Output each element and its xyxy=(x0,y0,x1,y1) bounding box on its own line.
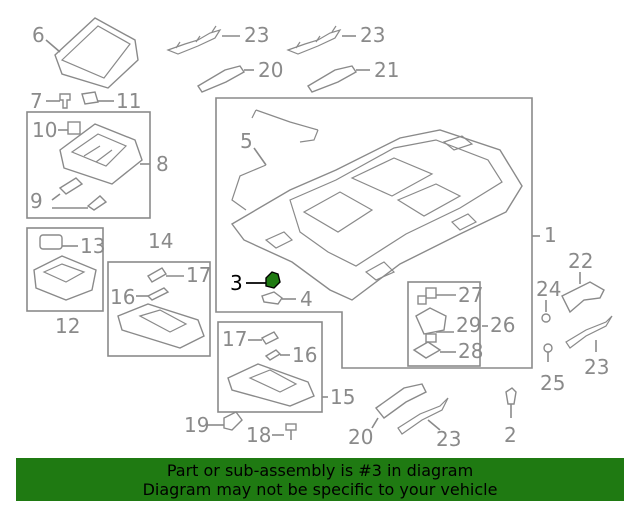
part-4-clip xyxy=(261,291,283,305)
label-26: 26 xyxy=(490,313,515,337)
label-23-right: 23 xyxy=(584,355,609,379)
part-19-clip xyxy=(223,411,243,431)
banner-line-2: Diagram may not be specific to your vehi… xyxy=(142,480,498,499)
part-3-clip-highlighted xyxy=(265,271,281,289)
label-1: 1 xyxy=(544,223,557,247)
part-18-screw xyxy=(285,423,297,440)
part-20-grip-handle-a xyxy=(197,65,254,93)
part-16-clip-a xyxy=(146,287,170,301)
part-12-dome-lamp xyxy=(33,255,97,301)
label-19: 19 xyxy=(184,413,209,437)
part-17-mirror-cover-b xyxy=(260,331,280,345)
part-10-bulb xyxy=(67,121,81,135)
label-12: 12 xyxy=(55,314,80,338)
part-24-screw xyxy=(541,313,551,323)
label-4: 4 xyxy=(300,287,313,311)
label-16-right: 16 xyxy=(292,343,317,367)
label-15: 15 xyxy=(330,385,355,409)
label-2: 2 xyxy=(504,423,517,447)
box-12 xyxy=(26,227,104,312)
box-26 xyxy=(407,281,481,367)
label-10: 10 xyxy=(32,118,57,142)
part-22-grip-handle xyxy=(561,281,605,314)
part-28-lens xyxy=(412,341,442,359)
part-8-console xyxy=(59,123,143,185)
label-5: 5 xyxy=(240,129,253,153)
info-banner: Part or sub-assembly is #3 in diagram Di… xyxy=(16,458,624,501)
part-23-clip-a xyxy=(166,25,240,55)
label-17-right: 17 xyxy=(222,327,247,351)
box-14 xyxy=(107,261,211,357)
part-20-grip-handle-b xyxy=(374,383,427,419)
part-17-mirror-cover-a xyxy=(147,267,167,283)
label-11: 11 xyxy=(116,89,141,113)
label-6: 6 xyxy=(32,23,45,47)
label-28: 28 xyxy=(458,339,483,363)
label-20-bottom: 20 xyxy=(348,425,373,449)
part-11-clip xyxy=(81,91,99,105)
part-2-screw xyxy=(505,387,517,418)
box-1 xyxy=(215,97,533,369)
part-15-visor xyxy=(227,363,315,407)
part-23-clip-c xyxy=(565,315,613,349)
part-25-screw xyxy=(543,343,553,362)
part-16-clip-b xyxy=(264,349,282,361)
part-21-grip-handle-b xyxy=(307,65,370,93)
box-8 xyxy=(26,111,151,219)
part-14-visor xyxy=(117,303,205,349)
label-17-left: 17 xyxy=(186,263,211,287)
label-16-left: 16 xyxy=(110,285,135,309)
label-25: 25 xyxy=(540,371,565,395)
label-22: 22 xyxy=(568,249,593,273)
part-23-clip-d xyxy=(397,397,449,435)
label-27: 27 xyxy=(458,283,483,307)
part-23-clip-b xyxy=(286,25,356,55)
label-18: 18 xyxy=(246,423,271,447)
label-23-top-left: 23 xyxy=(244,23,269,47)
part-6-lens xyxy=(45,17,139,89)
label-7: 7 xyxy=(30,89,43,113)
part-13-lens xyxy=(39,234,63,250)
label-13: 13 xyxy=(80,234,105,258)
part-5-wire-harness xyxy=(231,109,319,211)
label-21: 21 xyxy=(374,58,399,82)
label-3: 3 xyxy=(230,271,243,295)
part-27-bulb xyxy=(417,287,437,305)
part-29-socket xyxy=(425,333,437,343)
box-15 xyxy=(217,321,323,413)
label-23-bottom: 23 xyxy=(436,427,461,451)
part-1-headliner xyxy=(230,129,523,301)
label-8: 8 xyxy=(156,152,169,176)
label-23-top-right: 23 xyxy=(360,23,385,47)
part-29-lamp-body xyxy=(415,307,447,335)
label-24: 24 xyxy=(536,277,561,301)
banner-line-1: Part or sub-assembly is #3 in diagram xyxy=(166,461,474,480)
part-9-lens-pieces xyxy=(51,177,108,211)
label-29: 29 xyxy=(456,313,481,337)
label-14: 14 xyxy=(148,229,173,253)
part-7-screw xyxy=(59,93,71,109)
label-9: 9 xyxy=(30,189,43,213)
label-20-top: 20 xyxy=(258,58,283,82)
